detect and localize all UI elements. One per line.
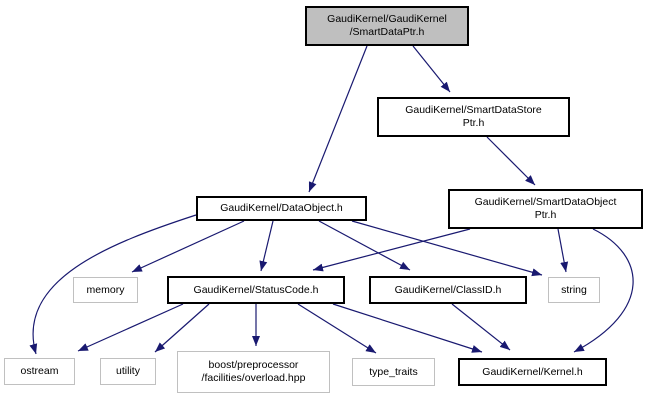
node-type_traits: type_traits — [352, 358, 435, 386]
node-label-line: GaudiKernel/SmartDataObject — [474, 196, 617, 208]
edge-statuscode-to-ostream — [77, 303, 184, 352]
node-label-line: utility — [116, 365, 140, 377]
node-label-line: Ptr.h — [534, 209, 557, 221]
edge-statuscode-to-type_traits — [297, 303, 377, 354]
edge-classid-to-kernel — [451, 303, 511, 351]
edge-smartdataptr-to-dataobject — [308, 45, 368, 193]
edge-statuscode-to-utility — [154, 303, 210, 353]
edge-smartdataobjectptr-to-string — [557, 228, 569, 273]
node-boost_overload: boost/preprocessor/facilities/overload.h… — [177, 351, 330, 393]
edge-dataobject-to-ostream — [29, 214, 197, 355]
node-label-line: type_traits — [369, 365, 418, 378]
node-label-line: GaudiKernel/DataObject.h — [220, 202, 343, 214]
edge-dataobject-to-statuscode — [259, 220, 274, 272]
node-ostream: ostream — [4, 358, 75, 385]
node-string: string — [548, 277, 600, 303]
edge-dataobject-to-memory — [131, 220, 245, 273]
node-label-line: GaudiKernel/GaudiKernel — [327, 13, 447, 25]
node-utility: utility — [100, 358, 156, 385]
edge-statuscode-to-kernel — [332, 303, 483, 353]
node-label-line: /facilities/overload.hpp — [201, 372, 306, 384]
edge-dataobject-to-classid — [318, 220, 411, 271]
node-label-line: ostream — [20, 365, 59, 377]
edge-dataobject-to-string — [351, 220, 543, 277]
node-label-line: GaudiKernel/ClassID.h — [394, 283, 502, 296]
node-label-line: string — [561, 283, 587, 296]
node-kernel[interactable]: GaudiKernel/Kernel.h — [458, 358, 607, 386]
edge-smartdataobjectptr-to-statuscode — [312, 228, 471, 272]
edge-smartdataptr-to-smartdatastoreptr — [412, 45, 451, 93]
node-smartdataptr: GaudiKernel/GaudiKernel/SmartDataPtr.h — [305, 6, 469, 46]
edge-smartdataobjectptr-to-kernel — [573, 228, 634, 353]
node-statuscode[interactable]: GaudiKernel/StatusCode.h — [167, 276, 345, 304]
node-label-line: memory — [86, 283, 125, 296]
node-label-line: GaudiKernel/SmartDataStore — [405, 104, 542, 116]
node-memory: memory — [73, 277, 138, 303]
node-label-line: GaudiKernel/Kernel.h — [482, 365, 583, 378]
edge-smartdatastoreptr-to-smartdataobjectptr — [486, 136, 536, 186]
node-label-line: /SmartDataPtr.h — [349, 26, 425, 38]
node-classid[interactable]: GaudiKernel/ClassID.h — [369, 276, 527, 304]
node-label-line: GaudiKernel/StatusCode.h — [193, 283, 319, 296]
node-label-line: boost/preprocessor — [208, 359, 299, 371]
node-dataobject[interactable]: GaudiKernel/DataObject.h — [196, 196, 367, 221]
node-label-line: Ptr.h — [462, 117, 485, 129]
